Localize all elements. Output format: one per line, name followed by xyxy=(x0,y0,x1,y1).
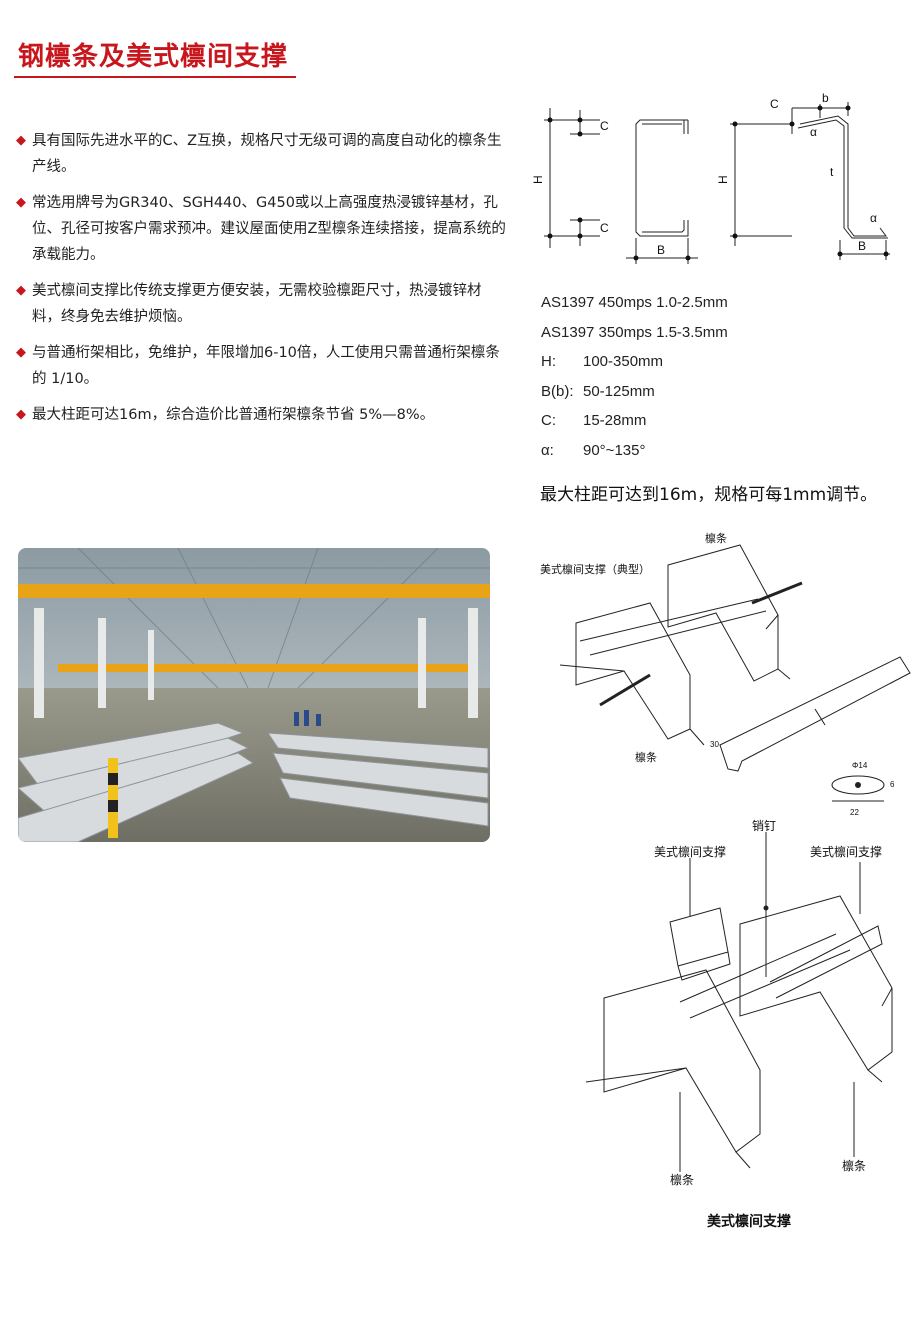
diamond-bullet-icon: ◆ xyxy=(16,407,26,422)
diamond-bullet-icon: ◆ xyxy=(16,345,26,360)
diamond-bullet-icon: ◆ xyxy=(16,133,26,148)
diamond-bullet-icon: ◆ xyxy=(16,283,26,298)
z-c-label: C xyxy=(770,97,779,111)
feature-item: ◆具有国际先进水平的C、Z互换，规格尺寸无级可调的高度自动化的檩条生产线。 xyxy=(16,128,510,180)
feature-list: ◆具有国际先进水平的C、Z互换，规格尺寸无级可调的高度自动化的檩条生产线。 ◆常… xyxy=(16,128,510,438)
dim-diameter-label: Φ14 xyxy=(852,761,868,770)
dim-22-label: 22 xyxy=(850,808,859,817)
z-t-label: t xyxy=(830,165,834,179)
feature-item: ◆与普通桁架相比，免维护，年限增加6-10倍，人工使用只需普通桁架檩条的 1/1… xyxy=(16,340,510,392)
brace-assembly-diagram: 檩条 美式檩间支撑（典型） 檩条 30 22 Φ14 6 xyxy=(540,531,911,817)
z-alpha-top-label: α xyxy=(810,125,817,139)
c-bottom-label: C xyxy=(600,221,609,235)
purlin-right-label: 檩条 xyxy=(842,1158,866,1173)
purlin-left-label: 檩条 xyxy=(670,1172,694,1187)
z-h-label: H xyxy=(716,175,730,184)
dim-small-label: 30 xyxy=(710,740,719,749)
spec-row: B(b):50-125mm xyxy=(541,382,655,400)
spec-row: AS1397 350mps 1.5-3.5mm xyxy=(541,323,728,341)
c-z-profile-diagram: C C H B C b α t α H B xyxy=(531,91,890,264)
c-top-label: C xyxy=(600,119,609,133)
pin-label: 销钉 xyxy=(752,819,776,833)
spec-list: AS1397 450mps 1.0-2.5mm AS1397 350mps 1.… xyxy=(541,288,728,465)
feature-item: ◆最大柱距可达16m，综合造价比普通桁架檩条节省 5%—8%。 xyxy=(16,402,510,428)
diamond-bullet-icon: ◆ xyxy=(16,195,26,210)
h-label: H xyxy=(531,175,545,184)
feature-item: ◆美式檩间支撑比传统支撑更方便安装，无需校验檩距尺寸，热浸镀锌材料，终身免去维护… xyxy=(16,278,510,330)
spec-row: H:100-350mm xyxy=(541,353,664,370)
z-alpha-bottom-label: α xyxy=(870,211,877,225)
page-title: 钢檩条及美式檩间支撑 xyxy=(18,42,289,72)
purlin-top-label: 檩条 xyxy=(705,531,727,545)
brace-installation-diagram: 销钉 美式檩间支撑 美式檩间支撑 檩条 檩条 xyxy=(585,819,893,1187)
typical-brace-label: 美式檩间支撑（典型） xyxy=(540,562,650,576)
z-b-label: B xyxy=(858,239,866,253)
brace-right-label: 美式檩间支撑 xyxy=(810,844,882,859)
headline: 最大柱距可达到16m，规格可每1mm调节。 xyxy=(540,485,878,505)
brace-left-label: 美式檩间支撑 xyxy=(654,844,726,859)
b-label: B xyxy=(657,243,665,257)
spec-row: α:90°~135° xyxy=(541,441,646,459)
spec-row: AS1397 450mps 1.0-2.5mm xyxy=(541,294,728,311)
title-underline xyxy=(14,76,296,78)
purlin-bottom-label: 檩条 xyxy=(635,750,657,764)
dim-6-label: 6 xyxy=(890,780,895,789)
figure-caption: 美式檩间支撑 xyxy=(707,1214,791,1230)
feature-item: ◆常选用牌号为GR340、SGH440、G450或以上高强度热浸镀锌基材，孔位、… xyxy=(16,190,510,268)
spec-row: C:15-28mm xyxy=(541,412,647,429)
factory-photo xyxy=(18,548,490,842)
z-b-top-label: b xyxy=(822,91,829,105)
